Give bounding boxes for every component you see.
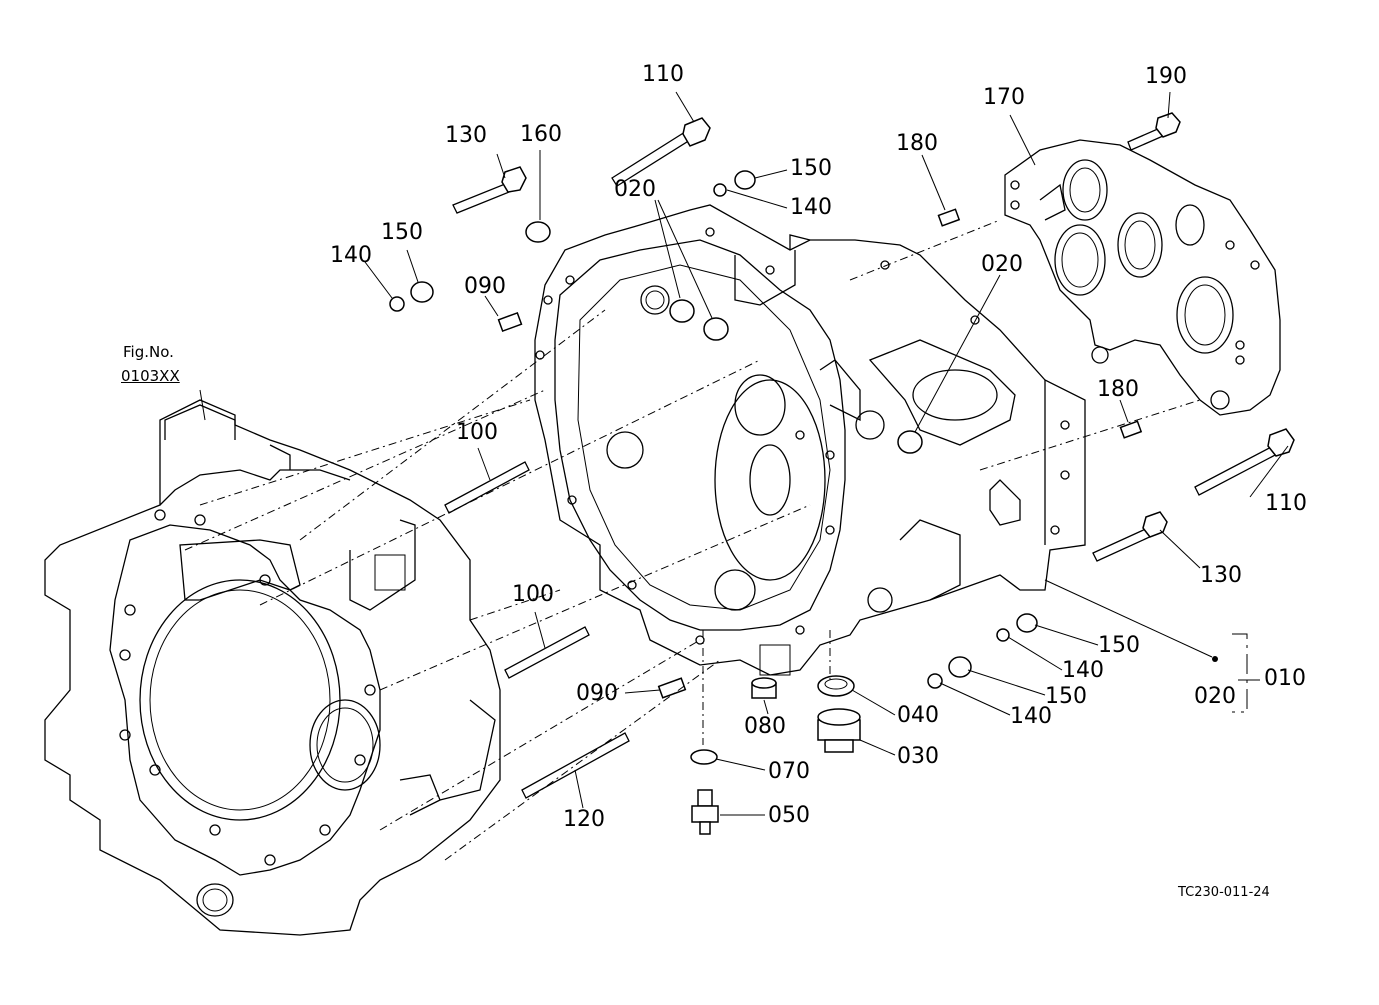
fasteners: [389, 112, 1295, 835]
callout-110-top[interactable]: 110: [642, 62, 684, 87]
callout-150-top[interactable]: 150: [790, 156, 832, 181]
callout-030[interactable]: 030: [897, 744, 939, 769]
callout-020-mid[interactable]: 020: [981, 252, 1023, 277]
callout-130-top[interactable]: 130: [445, 123, 487, 148]
callout-130-right[interactable]: 130: [1200, 563, 1242, 588]
callout-180-top[interactable]: 180: [896, 131, 938, 156]
callout-090-top[interactable]: 090: [464, 274, 506, 299]
figure-ref-label: Fig.No.: [123, 343, 174, 361]
callout-040[interactable]: 040: [897, 703, 939, 728]
callout-140-top[interactable]: 140: [790, 195, 832, 220]
callout-150-left[interactable]: 150: [381, 220, 423, 245]
callout-070[interactable]: 070: [768, 759, 810, 784]
assembly-guides: [184, 219, 1201, 861]
callout-140-right-a[interactable]: 140: [1062, 658, 1104, 683]
callout-050[interactable]: 050: [768, 803, 810, 828]
callout-010-assembly[interactable]: 010: [1264, 666, 1306, 691]
callout-100-bottom[interactable]: 100: [512, 582, 554, 607]
callout-170[interactable]: 170: [983, 85, 1025, 110]
callout-150-right-a[interactable]: 150: [1098, 633, 1140, 658]
callout-150-right-b[interactable]: 150: [1045, 684, 1087, 709]
callout-100-top[interactable]: 100: [456, 420, 498, 445]
callout-020-assembly[interactable]: 020: [1194, 684, 1236, 709]
drawing-code: TC230-011-24: [1178, 885, 1270, 900]
callout-090-bottom[interactable]: 090: [576, 681, 618, 706]
gear-case-plate: [1004, 139, 1281, 416]
figure-ref-number[interactable]: 0103XX: [121, 367, 180, 385]
clutch-housing-outline: [534, 204, 1086, 676]
callout-080[interactable]: 080: [744, 714, 786, 739]
callout-160[interactable]: 160: [520, 122, 562, 147]
callout-120[interactable]: 120: [563, 807, 605, 832]
callout-180-mid[interactable]: 180: [1097, 377, 1139, 402]
callout-140-right-b[interactable]: 140: [1010, 704, 1052, 729]
callout-110-right[interactable]: 110: [1265, 491, 1307, 516]
callout-020-top[interactable]: 020: [614, 177, 656, 202]
engine-housing-outline: [44, 399, 501, 936]
callout-140-left[interactable]: 140: [330, 243, 372, 268]
leader-lines: [199, 91, 1289, 816]
callout-190[interactable]: 190: [1145, 64, 1187, 89]
